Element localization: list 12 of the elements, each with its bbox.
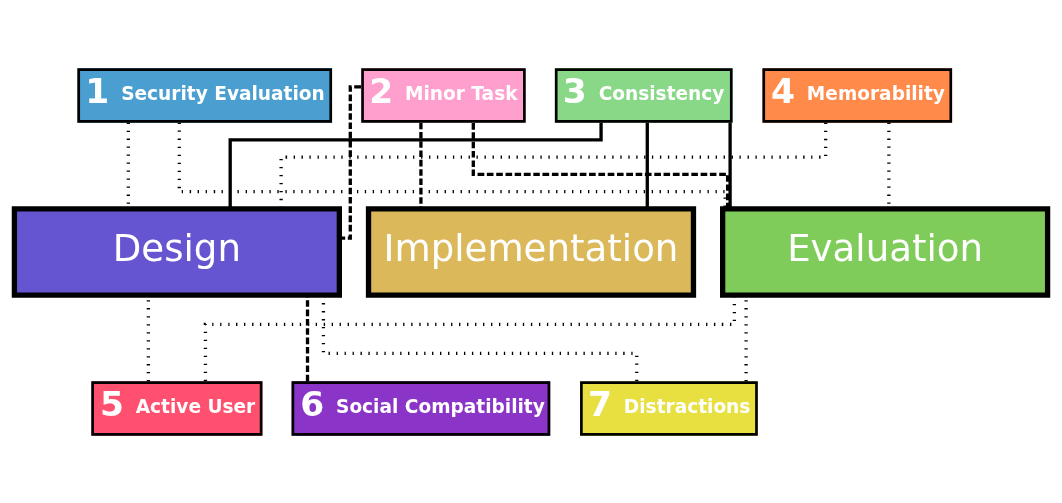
connector	[419, 122, 423, 208]
connector	[279, 122, 828, 208]
connector	[728, 122, 732, 208]
connector	[203, 294, 736, 381]
node-box: Implementation	[365, 205, 697, 298]
connector	[471, 122, 730, 209]
connector	[645, 122, 649, 208]
node-box: Design	[11, 205, 342, 298]
node-box: Evaluation	[720, 205, 1051, 298]
connector	[339, 84, 361, 240]
connector	[305, 295, 310, 381]
connector	[177, 122, 727, 209]
